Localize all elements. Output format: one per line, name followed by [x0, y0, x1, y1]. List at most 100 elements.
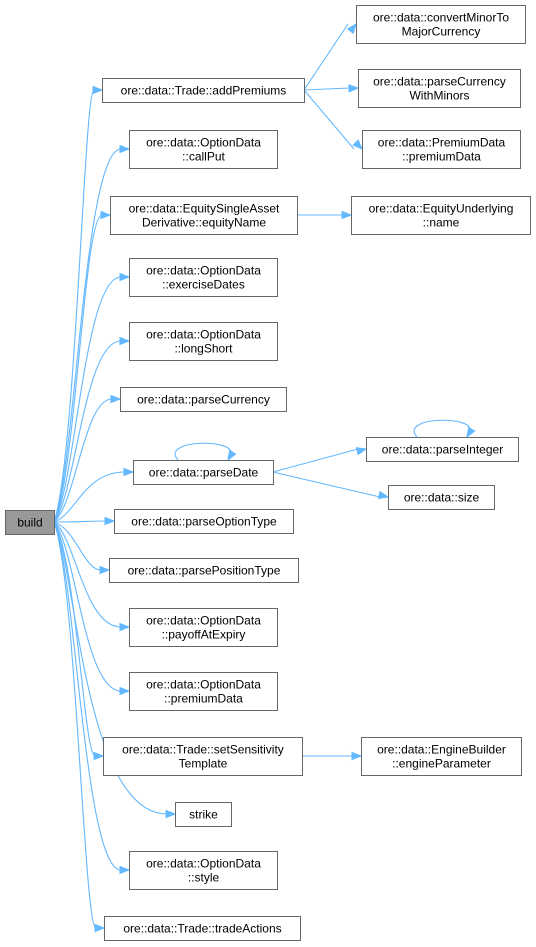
node-underlyingName-box	[351, 196, 531, 235]
node-premiumDataOD-label-0: ore::data::OptionData	[146, 678, 261, 692]
node-style[interactable]: ore::data::OptionData::style	[129, 851, 278, 890]
node-strike-box	[175, 802, 232, 827]
node-premiumDataOD-box	[129, 672, 278, 711]
node-build-label-0: build	[17, 516, 42, 530]
edge-build-to-longShort-arrowhead	[119, 336, 131, 346]
nodes-layer: buildore::data::Trade::addPremiumsore::d…	[5, 5, 531, 941]
node-premiumDataPD-label-0: ore::data::PremiumData	[378, 136, 506, 150]
edges-layer	[53, 22, 476, 933]
node-parseInteger-box	[366, 437, 519, 462]
node-callPut[interactable]: ore::data::OptionData::callPut	[129, 130, 278, 169]
edge-addPremiums-to-convertMinor	[303, 22, 357, 91]
edge-build-to-premiumDataOD-arrowhead	[119, 686, 131, 696]
edge-setSensitivityTemplate-to-engineParameter	[302, 751, 363, 761]
node-parseInteger[interactable]: ore::data::parseInteger	[366, 437, 519, 462]
node-premiumDataOD-label-1: ::premiumData	[164, 692, 243, 706]
node-strike[interactable]: strike	[175, 802, 232, 827]
edge-build-to-parseDate	[53, 467, 135, 523]
node-payoffAtExpiry-label-0: ore::data::OptionData	[146, 614, 261, 628]
edge-build-to-style	[53, 521, 131, 875]
edge-build-to-parseCurrency-arrowhead	[110, 394, 122, 404]
node-equityName-box	[110, 196, 298, 235]
edge-build-to-payoffAtExpiry	[53, 521, 131, 632]
node-build[interactable]: build	[5, 510, 55, 535]
edge-build-to-setSensitivityTemplate-arrowhead	[93, 751, 105, 761]
edge-build-to-equityName	[53, 210, 112, 523]
edge-addPremiums-to-parseCurrencyWithMinors-arrowhead	[348, 84, 360, 93]
node-exerciseDates-label-0: ore::data::OptionData	[146, 264, 261, 278]
node-parsePositionType[interactable]: ore::data::parsePositionType	[109, 558, 299, 583]
edge-build-to-longShort-line	[53, 340, 122, 523]
node-engineParameter-box	[361, 737, 522, 776]
edge-parseInteger-to-parseInteger	[413, 419, 476, 439]
edge-build-to-style-arrowhead	[119, 865, 131, 875]
edge-build-to-exerciseDates-arrowhead	[119, 272, 131, 282]
node-build-box	[5, 510, 55, 535]
node-underlyingName-label-0: ore::data::EquityUnderlying	[369, 202, 514, 216]
edge-build-to-premiumDataOD	[53, 521, 131, 696]
node-size[interactable]: ore::data::size	[388, 485, 495, 510]
node-parseDate-box	[133, 460, 274, 485]
node-parseDate[interactable]: ore::data::parseDate	[133, 460, 274, 485]
edge-parseInteger-to-parseInteger-line	[413, 419, 471, 438]
edge-build-to-callPut-line	[53, 148, 122, 523]
node-engineParameter-label-1: ::engineParameter	[392, 757, 491, 771]
node-premiumDataPD[interactable]: ore::data::PremiumData::premiumData	[362, 130, 521, 169]
edge-build-to-callPut	[53, 144, 131, 523]
node-payoffAtExpiry[interactable]: ore::data::OptionData::payoffAtExpiry	[129, 608, 278, 647]
node-parseCurrency-label-0: ore::data::parseCurrency	[137, 393, 270, 407]
node-parseOptionType[interactable]: ore::data::parseOptionType	[114, 509, 294, 534]
node-parseCurrencyWithMinors-box	[358, 69, 521, 108]
edge-addPremiums-to-premiumDataPD	[303, 89, 363, 150]
edge-build-to-callPut-arrowhead	[119, 144, 131, 154]
node-setSensitivityTemplate-box	[103, 737, 303, 776]
node-addPremiums-box	[102, 78, 305, 103]
node-addPremiums-label-0: ore::data::Trade::addPremiums	[121, 84, 287, 98]
edge-build-to-parseDate-arrowhead	[123, 467, 135, 477]
node-parseCurrencyWithMinors-label-0: ore::data::parseCurrency	[373, 75, 506, 89]
edge-addPremiums-to-premiumDataPD-line	[303, 89, 355, 150]
edge-setSensitivityTemplate-to-engineParameter-arrowhead	[351, 751, 363, 761]
node-style-box	[129, 851, 278, 890]
node-parsePositionType-label-0: ore::data::parsePositionType	[128, 564, 281, 578]
node-longShort[interactable]: ore::data::OptionData::longShort	[129, 322, 278, 361]
node-premiumDataPD-box	[362, 130, 521, 169]
edge-build-to-tradeActions-arrowhead	[94, 923, 106, 933]
edge-build-to-setSensitivityTemplate	[53, 521, 105, 761]
node-underlyingName[interactable]: ore::data::EquityUnderlying::name	[351, 196, 531, 235]
node-tradeActions-label-0: ore::data::Trade::tradeActions	[123, 922, 281, 936]
node-premiumDataPD-label-1: ::premiumData	[402, 150, 481, 164]
node-exerciseDates-box	[129, 258, 278, 297]
node-tradeActions[interactable]: ore::data::Trade::tradeActions	[104, 916, 301, 941]
node-parseCurrency[interactable]: ore::data::parseCurrency	[120, 387, 287, 412]
edge-build-to-parseCurrency-line	[53, 398, 113, 523]
node-longShort-box	[129, 322, 278, 361]
node-payoffAtExpiry-label-1: ::payoffAtExpiry	[162, 628, 246, 642]
edge-build-to-longShort	[53, 336, 131, 523]
edge-parseDate-to-parseDate-arrowhead	[227, 449, 237, 462]
node-addPremiums[interactable]: ore::data::Trade::addPremiums	[102, 78, 305, 103]
edge-build-to-style-line	[53, 521, 122, 871]
edge-addPremiums-to-parseCurrencyWithMinors-line	[303, 87, 351, 91]
node-callPut-label-1: ::callPut	[182, 150, 225, 164]
edge-build-to-tradeActions	[53, 521, 106, 933]
node-parseOptionType-box	[114, 509, 294, 534]
node-equityName[interactable]: ore::data::EquitySingleAssetDerivative::…	[110, 196, 298, 235]
node-exerciseDates[interactable]: ore::data::OptionData::exerciseDates	[129, 258, 278, 297]
node-equityName-label-1: Derivative::equityName	[142, 216, 266, 230]
edge-build-to-strike-line	[53, 521, 168, 815]
edge-build-to-parsePositionType-line	[53, 521, 102, 571]
node-underlyingName-label-1: ::name	[423, 216, 460, 230]
node-style-label-0: ore::data::OptionData	[146, 857, 261, 871]
edge-addPremiums-to-parseCurrencyWithMinors	[303, 84, 360, 93]
edge-parseDate-to-parseInteger-line	[272, 448, 359, 473]
node-parseCurrency-box	[120, 387, 287, 412]
node-premiumDataOD[interactable]: ore::data::OptionData::premiumData	[129, 672, 278, 711]
edge-parseInteger-to-parseInteger-arrowhead	[466, 426, 476, 439]
node-parseOptionType-label-0: ore::data::parseOptionType	[131, 515, 277, 529]
node-engineParameter[interactable]: ore::data::EngineBuilder::engineParamete…	[361, 737, 522, 776]
